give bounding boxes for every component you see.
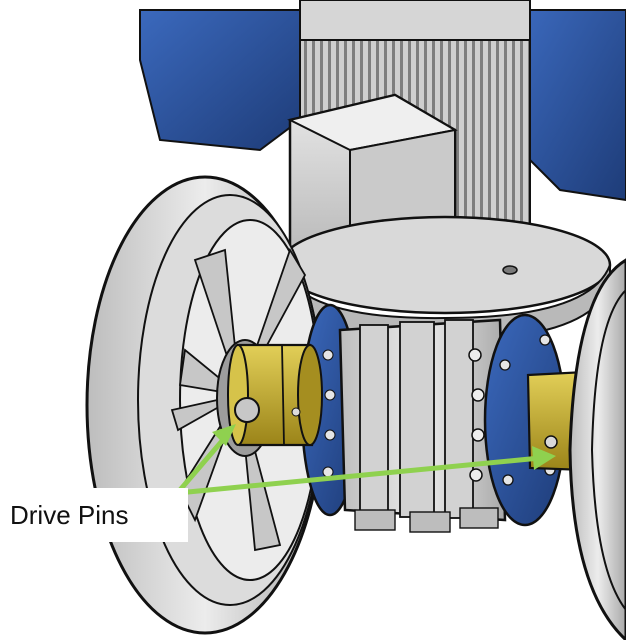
drive-pins-label: Drive Pins — [0, 488, 188, 542]
arrow-right-shaft — [185, 455, 543, 495]
arrow-left-shaft — [177, 431, 231, 493]
coupling — [300, 303, 567, 533]
arrow-left-head — [212, 424, 236, 446]
drive-pin-left — [227, 343, 323, 447]
arrow-right-head — [532, 446, 556, 470]
wheel-right — [568, 258, 626, 640]
annotation-arrows — [177, 424, 556, 495]
